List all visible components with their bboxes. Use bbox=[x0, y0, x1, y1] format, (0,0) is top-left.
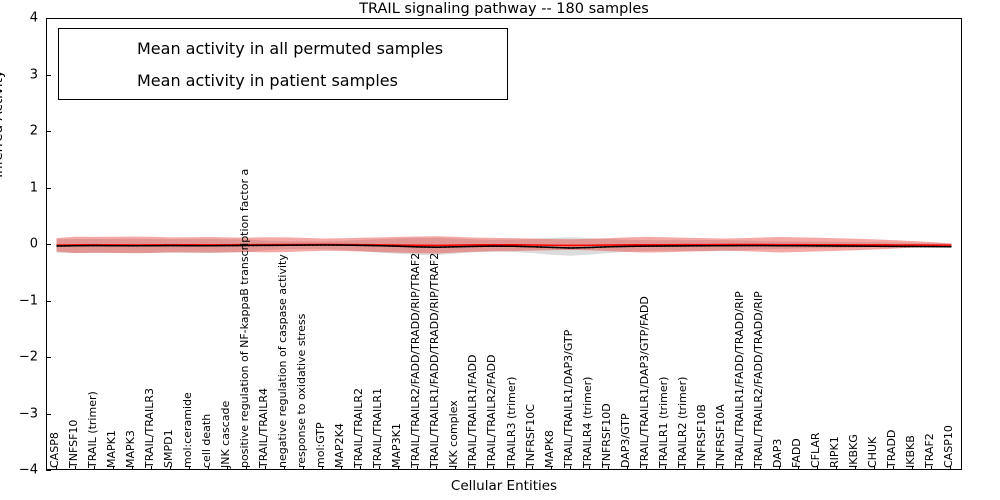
y-tick-mark bbox=[46, 470, 51, 471]
y-tick-label: −4 bbox=[18, 462, 38, 478]
plot-area bbox=[46, 18, 962, 470]
y-tick-label: 2 bbox=[29, 123, 38, 139]
y-tick-mark bbox=[46, 357, 51, 358]
y-tick-label: 4 bbox=[29, 10, 38, 26]
y-tick-mark bbox=[46, 187, 51, 189]
permuted-mean-dots bbox=[56, 244, 952, 249]
plot-clip bbox=[47, 19, 961, 469]
y-tick-mark bbox=[46, 131, 51, 132]
y-tick-mark bbox=[46, 300, 51, 302]
legend-label-permuted: Mean activity in all permuted samples bbox=[137, 38, 444, 58]
y-tick-label: 1 bbox=[29, 180, 38, 195]
legend-item-permuted: Mean activity in all permuted samples bbox=[67, 34, 499, 62]
legend-item-patient: Mean activity in patient samples bbox=[67, 66, 499, 94]
chart-title: TRAIL signaling pathway -- 180 samples bbox=[359, 1, 649, 17]
y-tick-mark bbox=[46, 74, 51, 76]
y-tick-mark bbox=[46, 244, 51, 245]
y-tick-label: −2 bbox=[18, 349, 38, 365]
legend: Mean activity in all permuted samples Me… bbox=[58, 28, 508, 100]
y-tick-mark bbox=[46, 413, 51, 415]
y-tick-label: 0 bbox=[29, 236, 38, 252]
y-tick-label: 3 bbox=[29, 67, 38, 82]
y-tick-label: −3 bbox=[18, 406, 38, 421]
legend-label-patient: Mean activity in patient samples bbox=[137, 70, 398, 90]
x-axis-label: Cellular Entities bbox=[450, 478, 558, 494]
patient-mean-line bbox=[56, 243, 952, 247]
series-canvas bbox=[56, 236, 952, 256]
y-tick-label: −1 bbox=[18, 293, 38, 308]
